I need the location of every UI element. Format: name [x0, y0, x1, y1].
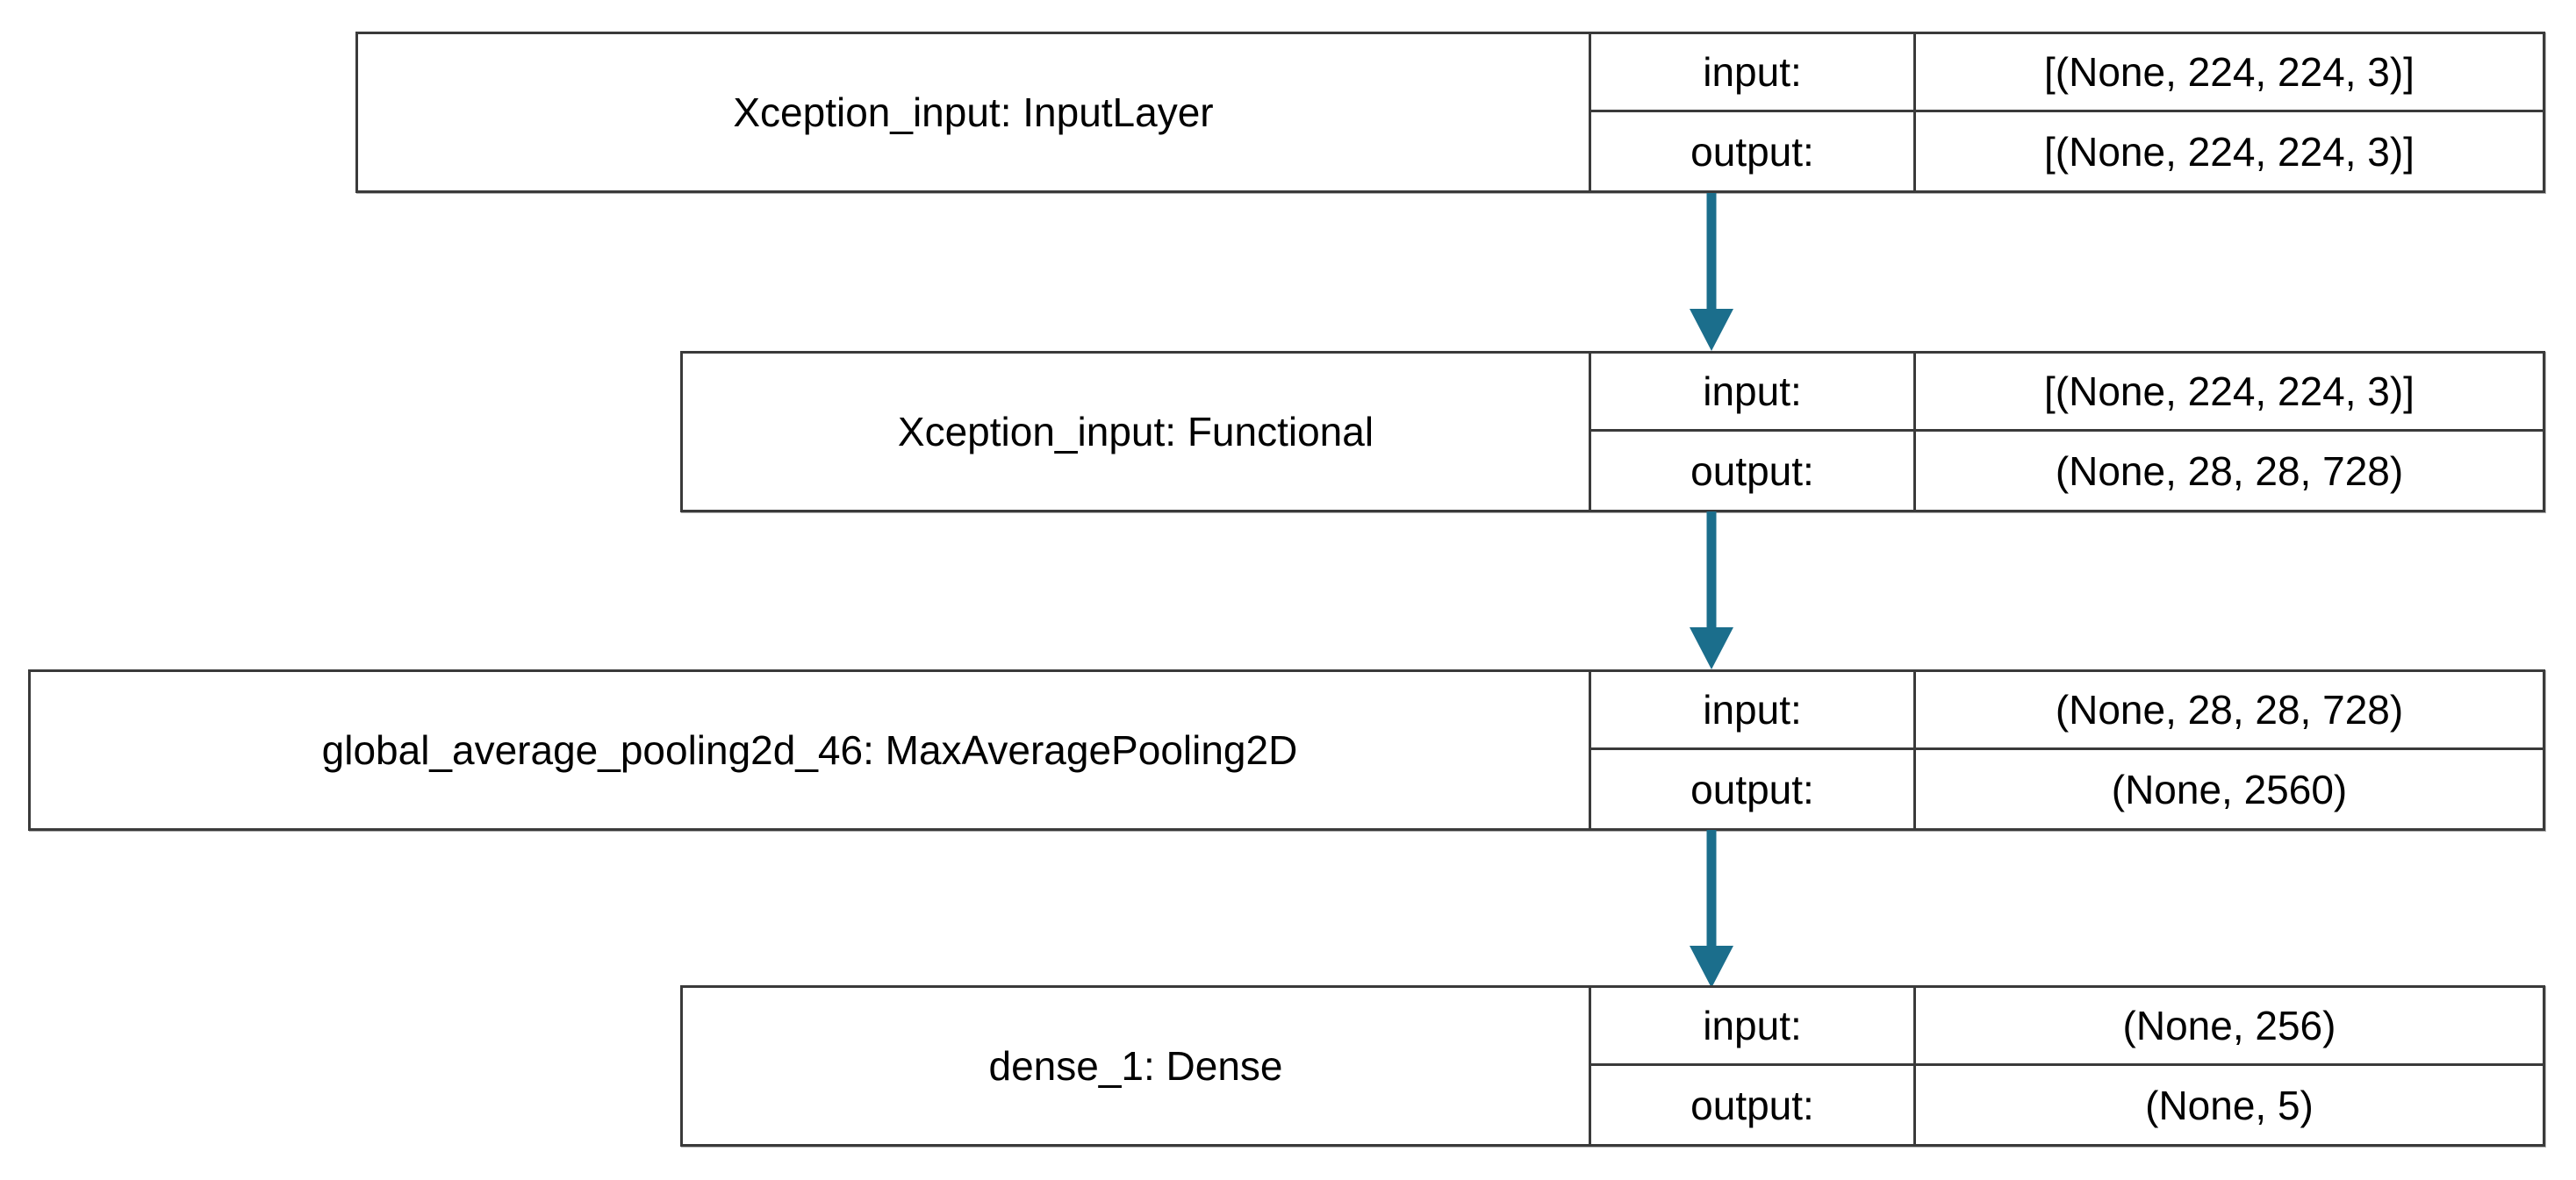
io-label-column: input: output: [1589, 988, 1913, 1144]
io-shape-column: [(None, 224, 224, 3)] [(None, 224, 224, … [1913, 34, 2543, 190]
layer-node-xception-functional[interactable]: Xception_input: Functional input: output… [680, 351, 2545, 512]
input-label: input: [1591, 988, 1913, 1066]
input-label: input: [1591, 354, 1913, 432]
io-shape-column: (None, 256) (None, 5) [1913, 988, 2543, 1144]
layer-node-dense-1[interactable]: dense_1: Dense input: output: (None, 256… [680, 985, 2545, 1147]
output-label: output: [1690, 1082, 1814, 1128]
layer-name-xception-functional: Xception_input: Functional [897, 408, 1374, 454]
output-shape-value: (None, 2560) [2111, 766, 2348, 812]
layer-node-xception-input-layer[interactable]: Xception_input: InputLayer input: output… [355, 32, 2545, 193]
connector-arrow-1 [1685, 193, 1738, 351]
io-shape-column: [(None, 224, 224, 3)] (None, 28, 28, 728… [1913, 354, 2543, 510]
output-shape-value: (None, 28, 28, 728) [2055, 447, 2404, 494]
input-label: input: [1591, 672, 1913, 750]
output-label: output: [1690, 766, 1814, 812]
io-label-column: input: output: [1589, 34, 1913, 190]
input-shape-value: (None, 256) [1916, 988, 2543, 1066]
output-shape-value: (None, 5) [2145, 1082, 2314, 1128]
input-shape-value: [(None, 224, 224, 3)] [1916, 34, 2543, 112]
layer-name-xception-input-layer: Xception_input: InputLayer [733, 89, 1214, 135]
layer-name-global-average-pooling2d-46: global_average_pooling2d_46: MaxAverageP… [321, 726, 1298, 773]
connector-arrow-3 [1685, 830, 1738, 988]
connector-arrow-2 [1685, 511, 1738, 669]
output-shape-value: [(None, 224, 224, 3)] [2044, 128, 2415, 175]
input-label: input: [1591, 34, 1913, 112]
input-shape-value: (None, 28, 28, 728) [1916, 672, 2543, 750]
input-shape-value: [(None, 224, 224, 3)] [1916, 354, 2543, 432]
io-shape-column: (None, 28, 28, 728) (None, 2560) [1913, 672, 2543, 828]
layer-node-global-average-pooling2d-46[interactable]: global_average_pooling2d_46: MaxAverageP… [28, 669, 2545, 831]
layer-name-dense-1: dense_1: Dense [988, 1042, 1283, 1089]
io-label-column: input: output: [1589, 354, 1913, 510]
io-label-column: input: output: [1589, 672, 1913, 828]
output-label: output: [1690, 447, 1814, 494]
output-label: output: [1690, 128, 1814, 175]
